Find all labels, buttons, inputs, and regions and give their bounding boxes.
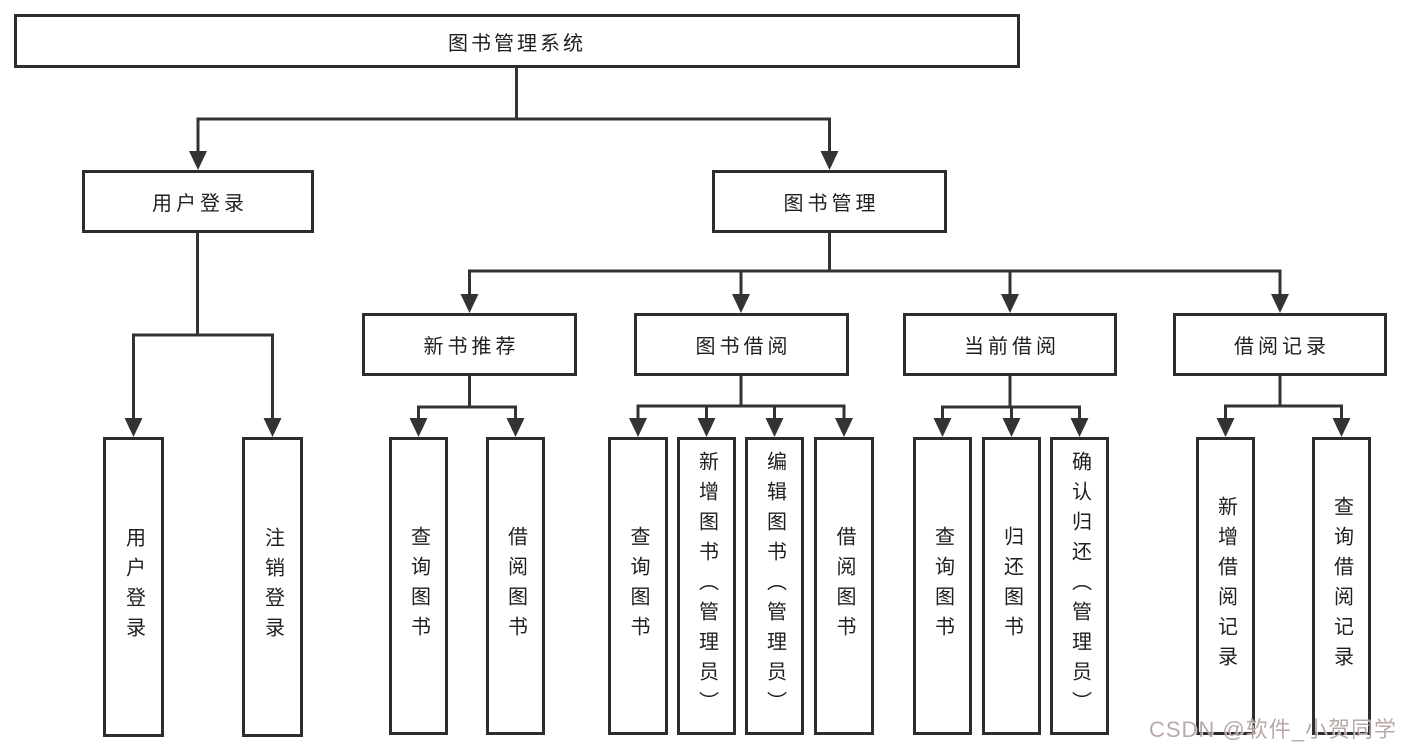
node-label: 图书管理	[783, 193, 880, 215]
node-label: 查询借阅记录	[1330, 496, 1353, 676]
node-label: 用户登录	[122, 527, 145, 647]
node-label: 查询图书	[627, 526, 649, 646]
node-label: 查询图书	[407, 526, 430, 646]
node-book-borrowing: 图书借阅	[634, 313, 849, 376]
leaf-records-query-record: 查询借阅记录	[1312, 437, 1371, 735]
leaf-borrow-add-books-admin: 新增图书（管理员）	[677, 437, 736, 735]
node-label: 新增图书（管理员）	[695, 451, 718, 721]
node-new-book-recommendation: 新书推荐	[362, 313, 577, 376]
leaf-borrow-edit-books-admin: 编辑图书（管理员）	[745, 437, 804, 735]
node-label: 图书管理系统	[448, 32, 586, 55]
node-label: 编辑图书（管理员）	[763, 451, 786, 721]
leaf-current-query-books: 查询图书	[913, 437, 972, 735]
leaf-logout: 注销登录	[242, 437, 303, 737]
node-label: 借阅图书	[833, 526, 855, 646]
node-current-borrowing: 当前借阅	[903, 313, 1117, 376]
node-label: 当前借阅	[964, 336, 1060, 358]
node-user-login-branch: 用户登录	[82, 170, 314, 233]
leaf-borrow-borrow-books: 借阅图书	[814, 437, 874, 735]
arrowheads-down	[124, 151, 1351, 437]
leaf-current-confirm-return-admin: 确认归还（管理员）	[1050, 437, 1109, 735]
node-label: 注销登录	[261, 527, 284, 647]
connector-lines	[132, 68, 1343, 419]
node-book-management: 图书管理	[712, 170, 947, 233]
leaf-records-add-record: 新增借阅记录	[1196, 437, 1255, 735]
node-borrowing-records: 借阅记录	[1173, 313, 1387, 376]
node-label: 借阅记录	[1234, 336, 1330, 358]
leaf-recommend-query-books: 查询图书	[389, 437, 448, 735]
node-label: 归还图书	[1000, 526, 1023, 646]
leaf-user-login: 用户登录	[103, 437, 164, 737]
leaf-current-return-books: 归还图书	[982, 437, 1041, 735]
node-label: 新增借阅记录	[1214, 496, 1237, 676]
node-label: 借阅图书	[504, 526, 527, 646]
leaf-recommend-borrow-books: 借阅图书	[486, 437, 545, 735]
node-label: 新书推荐	[423, 336, 520, 358]
leaf-borrow-query-books: 查询图书	[608, 437, 668, 735]
csdn-watermark: CSDN @软件_小贺同学	[1148, 717, 1397, 742]
node-library-system: 图书管理系统	[14, 14, 1020, 68]
node-label: 查询图书	[931, 526, 954, 646]
node-label: 确认归还（管理员）	[1068, 451, 1091, 721]
node-label: 用户登录	[152, 193, 248, 215]
node-label: 图书借阅	[695, 336, 792, 358]
